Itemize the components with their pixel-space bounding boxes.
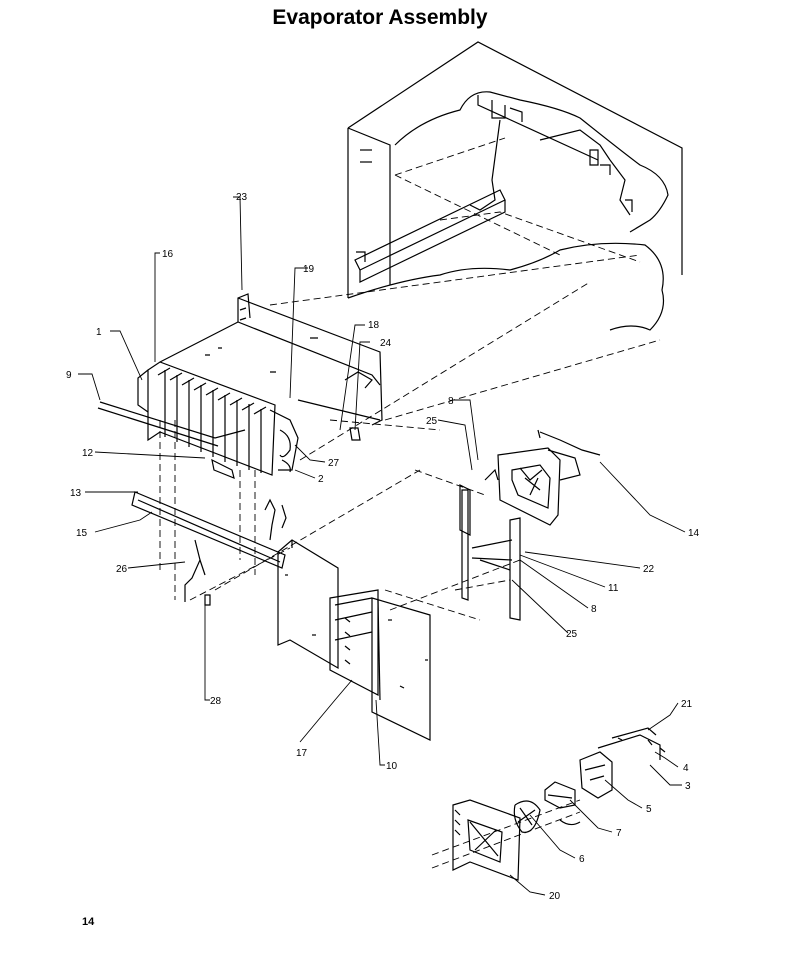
callout-3: 3 [685, 781, 691, 792]
callout-18: 18 [368, 320, 380, 331]
callout-5: 5 [646, 804, 652, 815]
callout-15: 15 [76, 528, 88, 539]
callout-6: 6 [579, 854, 585, 865]
drain-heater-parts [97, 401, 287, 606]
callout-17: 17 [296, 748, 308, 759]
page-number: 14 [82, 916, 95, 928]
projection-lines [159, 137, 661, 869]
callout-8-lower: 8 [591, 604, 597, 615]
callout-2: 2 [318, 474, 324, 485]
callout-26: 26 [116, 564, 128, 575]
callout-21: 21 [681, 699, 693, 710]
callout-10: 10 [386, 761, 398, 772]
callout-23: 23 [236, 192, 248, 203]
fan-shroud-parts [459, 429, 601, 621]
page-title: Evaporator Assembly [272, 6, 488, 29]
callout-11: 11 [608, 583, 619, 594]
callout-28: 28 [210, 696, 222, 707]
callout-22: 22 [643, 564, 655, 575]
callout-4: 4 [683, 763, 689, 774]
callout-25-upper: 25 [426, 416, 438, 427]
callout-8-upper: 8 [448, 396, 454, 407]
evaporator-panels [277, 539, 431, 741]
callout-14: 14 [688, 528, 700, 539]
callout-19: 19 [303, 264, 315, 275]
callout-20: 20 [549, 891, 561, 902]
callout-13: 13 [70, 488, 82, 499]
callout-labels: 23 16 19 1 18 24 9 8 25 12 27 2 13 14 15… [66, 192, 700, 902]
fan-motor-assembly [452, 727, 666, 881]
callout-16: 16 [162, 249, 174, 260]
callout-25-lower: 25 [566, 629, 578, 640]
callout-27: 27 [328, 458, 340, 469]
leader-lines [78, 196, 686, 896]
callout-7: 7 [616, 828, 622, 839]
callout-24: 24 [380, 338, 392, 349]
callout-1: 1 [96, 327, 102, 338]
callout-12: 12 [82, 448, 94, 459]
evaporator-coil [137, 293, 381, 479]
cabinet-liner [347, 41, 683, 331]
callout-9: 9 [66, 370, 72, 381]
